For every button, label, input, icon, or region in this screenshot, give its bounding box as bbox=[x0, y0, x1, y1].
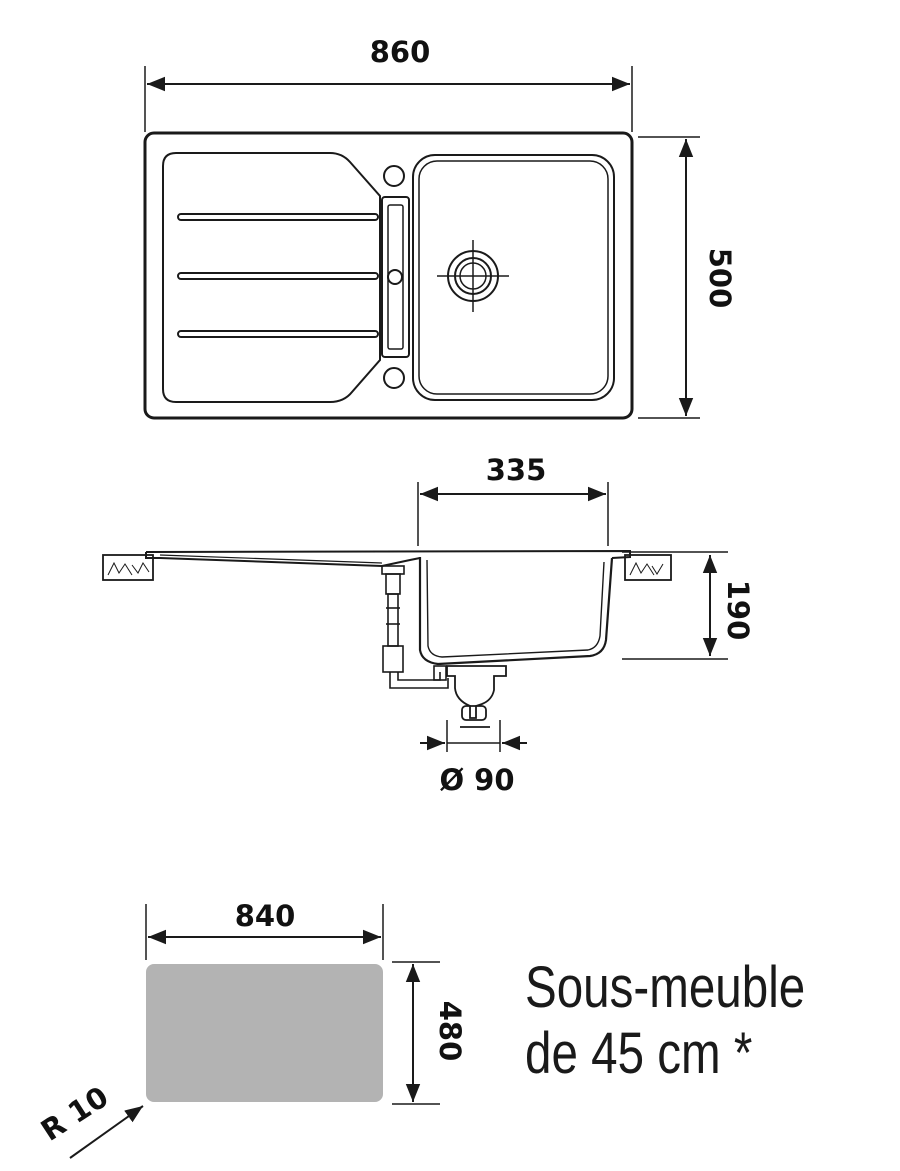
overflow-channel bbox=[381, 196, 410, 358]
sink-outer-rim bbox=[143, 131, 634, 420]
worktop-right bbox=[624, 554, 672, 581]
cabinet-note: Sous-meuble de 45 cm * bbox=[525, 955, 805, 1087]
corner-radius-label: R 10 bbox=[35, 1080, 115, 1148]
drain-diameter-label: Ø 90 bbox=[439, 763, 514, 797]
drain bbox=[437, 240, 509, 312]
cutout-view bbox=[69, 904, 440, 1159]
cutout-width-label: 840 bbox=[235, 899, 296, 933]
bowl-depth-label: 190 bbox=[721, 580, 755, 641]
worktop-left bbox=[102, 554, 154, 581]
bowl-outer bbox=[412, 154, 615, 401]
drainer-grooves bbox=[177, 213, 379, 338]
cabinet-note-line2: de 45 cm * bbox=[525, 1021, 753, 1086]
cutout-depth-label: 480 bbox=[433, 1001, 467, 1062]
cutout-area bbox=[146, 964, 383, 1102]
overflow-hole bbox=[387, 269, 403, 285]
bowl-section bbox=[418, 557, 614, 666]
bowl-width-label: 335 bbox=[486, 453, 547, 487]
top-depth-label: 500 bbox=[703, 248, 737, 309]
tap-hole-top bbox=[383, 165, 405, 187]
overflow-pipe bbox=[381, 565, 449, 689]
radius-leader-arrow bbox=[69, 1105, 144, 1159]
top-view bbox=[143, 66, 700, 420]
side-section-view bbox=[102, 482, 728, 752]
tap-hole-bottom bbox=[383, 367, 405, 389]
cabinet-note-line1: Sous-meuble bbox=[525, 955, 806, 1020]
top-width-label: 860 bbox=[370, 35, 431, 69]
drain-trap bbox=[446, 665, 507, 728]
drainer-area bbox=[162, 152, 381, 403]
bowl-inner bbox=[418, 160, 609, 395]
